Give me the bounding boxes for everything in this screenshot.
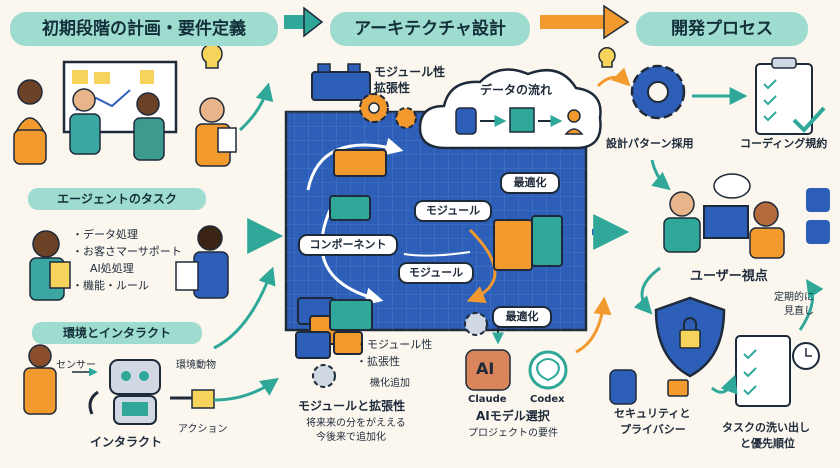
development-banner: 開発プロセス — [636, 12, 808, 46]
flow-arrow-bottom-right — [575, 296, 612, 354]
team-whiteboard-illustration — [13, 43, 237, 167]
gear-icon — [312, 93, 488, 388]
ai-model-logos — [465, 318, 568, 391]
regular-review-label-1: 定期的に — [774, 292, 814, 303]
security-shield-icon — [609, 296, 726, 405]
architecture-banner: アーキテクチャ設計 — [330, 12, 530, 46]
user-to-security-arrow — [633, 266, 661, 315]
team-notes-illustration — [29, 225, 229, 301]
checklist-icon — [755, 57, 826, 135]
user-viewpoint-label: ユーザー視点 — [690, 269, 768, 284]
review-cycle-arrow — [798, 279, 824, 331]
environment-interact-title: 環境とインタラクト — [32, 322, 202, 344]
module-note-1: 将来来の分をがええる — [306, 418, 406, 429]
flow-arrow-top-right — [596, 67, 631, 88]
codex-label: Codex — [530, 394, 565, 405]
agent-task-list: ・データ処理 ・お客さマーサポート AI処処理 ・機能・ルール — [72, 226, 182, 294]
list-item: ・データ処理 — [72, 228, 138, 241]
module-tag-b: モジュール — [398, 262, 474, 284]
claude-label: Claude — [468, 394, 507, 405]
coding-rules-label: コーディング規約 — [740, 137, 828, 150]
security-label-1: セキュリティと — [614, 407, 691, 420]
optimize-tag-bottom: 最適化 — [492, 306, 552, 328]
environment-label: 環境動物 — [176, 360, 216, 371]
module-extensibility-title: モジュールと拡張性 — [298, 399, 406, 413]
flow-line-top — [238, 82, 274, 132]
banner-arrow-1 — [284, 6, 324, 38]
design-patterns-label: 設計パターン採用 — [606, 137, 694, 150]
component-tag: コンポーネント — [298, 234, 398, 256]
ai-model-selection-title: AIモデル選択 — [476, 409, 550, 423]
module-note-2: 今後来で追加化 — [316, 432, 386, 443]
patterns-to-user-arrow — [650, 159, 671, 191]
ai-logo-mark: AI — [476, 359, 495, 378]
users-at-computer-illustration — [663, 173, 830, 259]
banner-arrow-2 — [540, 4, 630, 40]
add-feature-label: 機化追加 — [370, 378, 410, 389]
lego-blocks — [295, 63, 563, 359]
ai-model-selection-subtitle: プロジェクトの要件 — [468, 428, 558, 439]
big-gear-icon — [598, 47, 686, 120]
architecture-bullets: ・モジュール性 ・拡張性 — [356, 336, 432, 370]
list-item: ・機能・ルール — [72, 279, 149, 292]
list-item: ・モジュール性 — [356, 338, 433, 351]
task-clipboard-icon — [735, 335, 820, 407]
modularity-label: モジュール性 — [374, 65, 446, 79]
module-tag-a: モジュール — [414, 200, 492, 222]
list-item: ・拡張性 — [356, 355, 400, 368]
flow-line-bottom — [213, 377, 279, 402]
agent-tasks-title: エージェントのタスク — [28, 188, 206, 210]
list-item: ・お客さマーサポート — [72, 245, 182, 258]
flow-line-low — [213, 266, 276, 350]
robot-interaction-illustration — [23, 344, 215, 425]
interact-label: インタラクト — [90, 435, 163, 449]
planning-banner: 初期段階の計画・要件定義 — [10, 12, 278, 46]
optimize-tag-top: 最適化 — [500, 172, 560, 194]
data-flow-label: データの流れ — [480, 83, 553, 97]
list-item: AI処処理 — [90, 262, 134, 275]
data-flow-cloud — [418, 68, 602, 150]
regular-review-label-2: 見直し — [784, 306, 814, 317]
task-label-2: と優先順位 — [740, 437, 795, 450]
sensor-label: センサー — [56, 360, 96, 371]
task-label-1: タスクの洗い出し — [722, 421, 810, 434]
extensibility-label: 拡張性 — [374, 81, 411, 95]
security-label-2: プライバシー — [620, 423, 686, 436]
security-to-task-arrow — [711, 374, 738, 395]
action-label: アクション — [178, 424, 228, 435]
